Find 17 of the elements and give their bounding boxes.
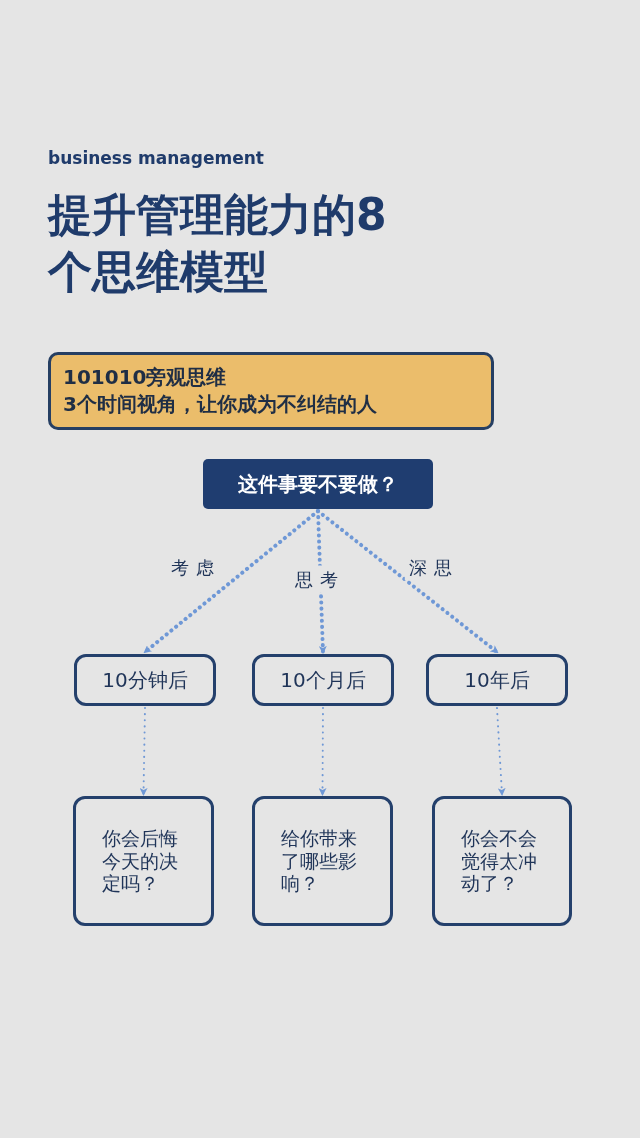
- title: 提升管理能力的8个思维模型: [48, 188, 388, 300]
- time-box: 10分钟后: [74, 654, 216, 706]
- answer-box: 你会不会觉得太冲动了？: [432, 796, 572, 926]
- subtitle: business management: [48, 147, 264, 170]
- time-box: 10年后: [426, 654, 568, 706]
- dotted-arrow: [318, 707, 327, 796]
- time-box: 10个月后: [252, 654, 394, 706]
- box-text: 101010旁观思维: [63, 364, 228, 391]
- banner-box: [48, 352, 494, 430]
- question-box: 这件事要不要做？: [203, 459, 433, 509]
- answer-box: 给你带来了哪些影响？: [252, 796, 393, 926]
- answer-box: 你会后悔今天的决定吗？: [73, 796, 214, 926]
- dotted-arrow: [316, 509, 499, 654]
- dotted-arrow: [139, 707, 148, 796]
- box-text: 3个时间视角，让你成为不纠结的人: [63, 391, 378, 418]
- dotted-arrow: [496, 707, 506, 796]
- dotted-arrow: [316, 509, 327, 654]
